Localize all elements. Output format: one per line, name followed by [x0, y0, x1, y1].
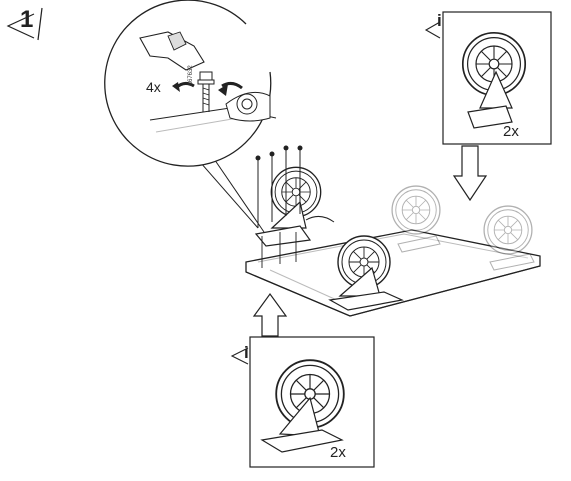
screws — [255, 145, 303, 268]
detail-quantity: 4x — [146, 79, 161, 95]
tabletop-board — [245, 229, 541, 317]
ghost-caster-right — [483, 205, 535, 271]
caster-front-installed — [328, 235, 405, 311]
info-bottom-quantity: 2x — [330, 444, 346, 461]
nut-icon — [199, 71, 213, 81]
step-marker — [6, 7, 43, 41]
part-code: A67632 — [188, 65, 194, 86]
arrow-down — [452, 145, 488, 202]
direction-arrow-icon — [221, 81, 243, 90]
info-top-quantity: 2x — [503, 123, 519, 140]
info-bottom-letter: i — [244, 343, 249, 362]
info-icon — [230, 347, 249, 365]
info-top-letter: i — [437, 11, 442, 30]
detail-callout — [104, 0, 277, 233]
arrow-up — [252, 292, 288, 337]
info-box-bottom — [230, 336, 375, 468]
ghost-caster-back — [391, 185, 441, 253]
info-icon — [424, 21, 441, 39]
info-box-top — [424, 11, 552, 145]
step-number: 1 — [20, 6, 34, 33]
caster-being-mounted — [254, 166, 335, 247]
